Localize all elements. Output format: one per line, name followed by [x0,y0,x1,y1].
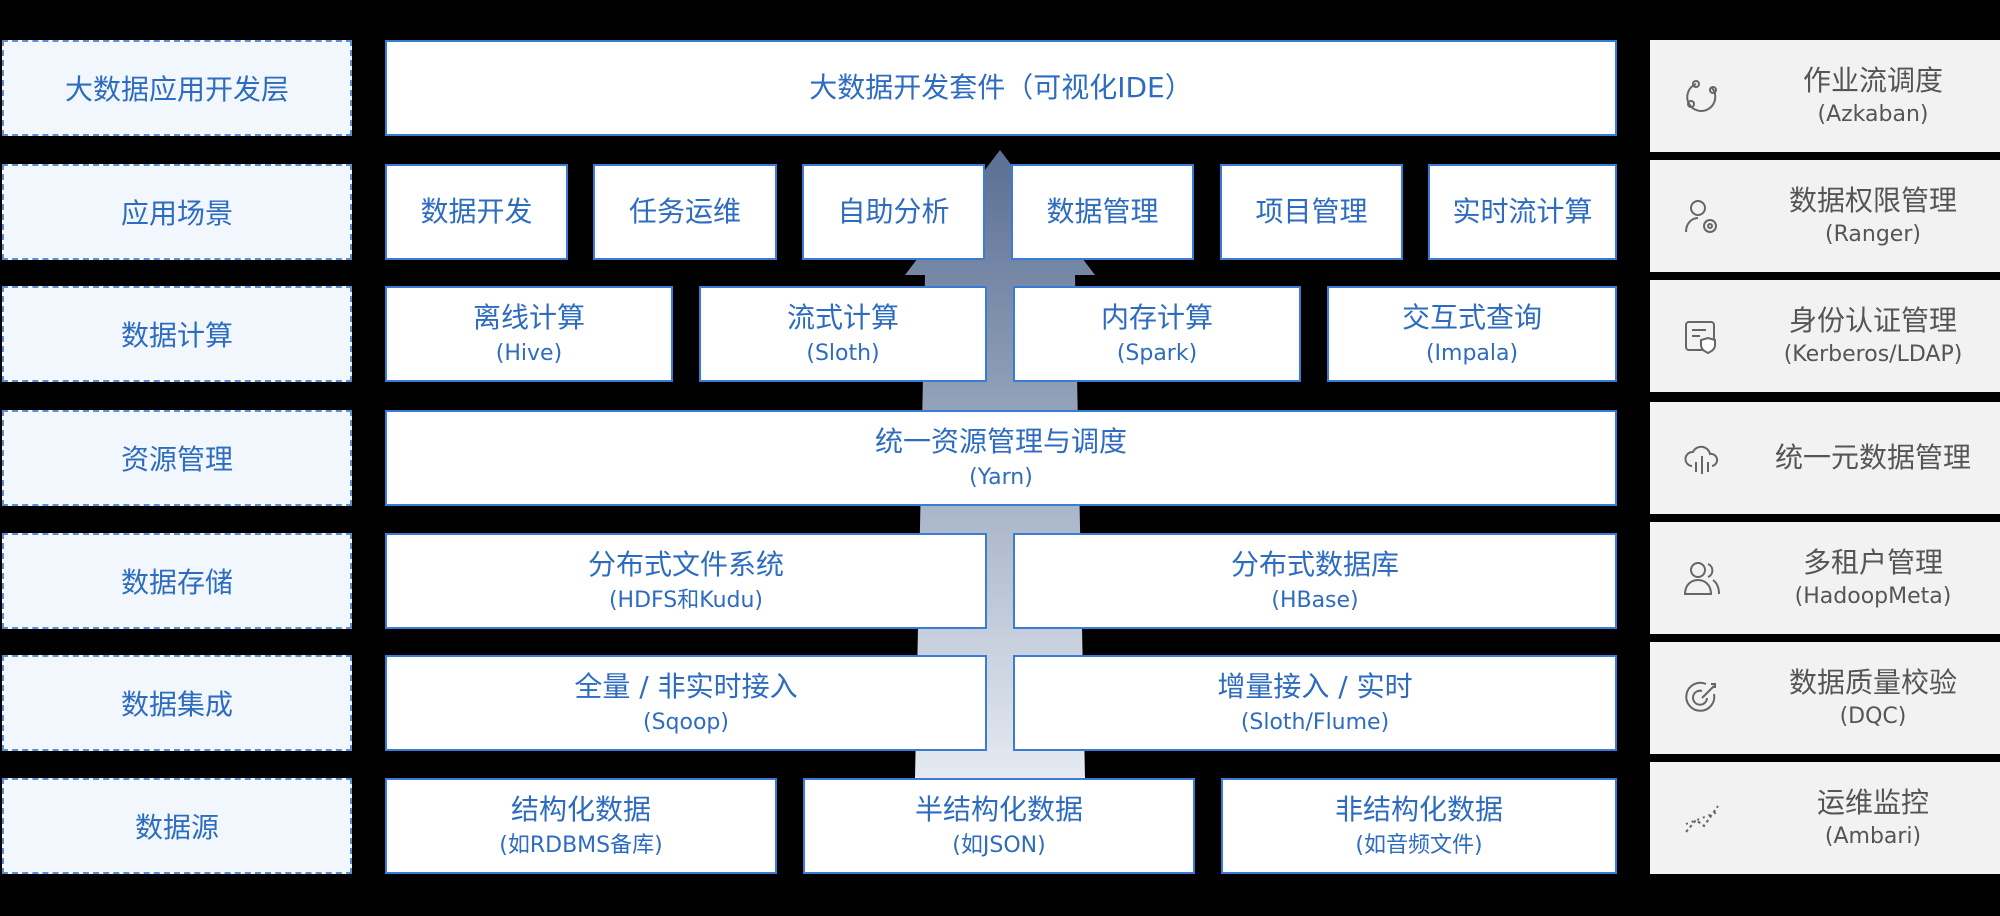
scenario-label: 任务运维 [628,195,741,229]
sidebar-sub: (Ambari) [1824,824,1922,850]
source-title: 非结构化数据 [1334,793,1503,826]
integration-sub: (Sqoop) [643,710,729,736]
sidebar-title: 统一元数据管理 [1774,441,1971,475]
workflow-icon [1686,80,1717,112]
compute-sub: (Impala) [1425,341,1519,367]
sidebar-sub: (Kerberos/LDAP) [1783,342,1963,368]
sidebar-title: 运维监控 [1816,786,1929,819]
ide-box: 大数据开发套件（可视化IDE） [385,40,1617,136]
source-box: 结构化数据 (如RDBMS备库) [385,778,777,874]
multi-user-icon [1683,562,1720,595]
user-permission-icon [1685,200,1717,233]
quality-target-icon [1685,681,1716,712]
sidebar-item-monitoring: 运维监控 (Ambari) [1650,762,2000,874]
scenario-box: 实时流计算 [1428,164,1617,260]
storage-box: 分布式文件系统 (HDFS和Kudu) [385,533,987,629]
scenario-box: 自助分析 [802,164,985,260]
scenario-label: 项目管理 [1255,195,1368,229]
layer-compute: 数据计算 [2,286,352,382]
compute-sub: (Hive) [495,341,563,367]
sidebar-title: 身份认证管理 [1788,304,1957,337]
sidebar-title: 数据质量校验 [1788,666,1957,699]
compute-sub: (Spark) [1116,341,1198,367]
scenario-label: 自助分析 [837,195,950,229]
layer-storage: 数据存储 [2,533,352,629]
resource-title: 统一资源管理与调度 [874,425,1127,458]
integration-sub: (Sloth/Flume) [1240,710,1390,736]
sidebar-title: 数据权限管理 [1788,184,1957,217]
scenario-box: 项目管理 [1220,164,1403,260]
sidebar-sub: (Ranger) [1825,222,1921,248]
compute-title: 离线计算 [472,301,585,334]
compute-title: 流式计算 [786,301,899,334]
metadata-cloud-icon [1684,445,1719,474]
layer-resource: 资源管理 [2,410,352,506]
storage-sub: (HBase) [1271,588,1359,614]
sidebar-item-permission: 数据权限管理 (Ranger) [1650,160,2000,272]
source-box: 半结构化数据 (如JSON) [803,778,1195,874]
storage-title: 分布式数据库 [1230,548,1399,581]
sidebar-item-tenant: 多租户管理 (HadoopMeta) [1650,522,2000,634]
sidebar-item-scheduling: 作业流调度 (Azkaban) [1650,40,2000,152]
sidebar-sub: (HadoopMeta) [1794,584,1952,610]
scenario-label: 数据管理 [1046,195,1159,229]
storage-sub: (HDFS和Kudu) [608,588,764,614]
source-sub: (如音频文件) [1355,833,1483,859]
integration-title: 全量 / 非实时接入 [574,670,798,703]
integration-box: 全量 / 非实时接入 (Sqoop) [385,655,987,751]
layer-sources: 数据源 [2,778,352,874]
identity-shield-icon [1685,321,1716,355]
ide-title: 大数据开发套件（可视化IDE） [809,71,1193,105]
resource-box: 统一资源管理与调度 (Yarn) [385,410,1617,506]
compute-box: 流式计算 (Sloth) [699,286,987,382]
integration-title: 增量接入 / 实时 [1217,670,1413,703]
scenario-label: 数据开发 [420,195,533,229]
storage-box: 分布式数据库 (HBase) [1013,533,1617,629]
compute-box: 交互式查询 (Impala) [1327,286,1617,382]
source-box: 非结构化数据 (如音频文件) [1221,778,1617,874]
layer-integration: 数据集成 [2,655,352,751]
resource-sub: (Yarn) [969,465,1033,491]
source-title: 结构化数据 [510,793,651,826]
scenario-box: 任务运维 [593,164,777,260]
compute-box: 离线计算 (Hive) [385,286,673,382]
source-sub: (如RDBMS备库) [499,833,663,859]
sidebar-item-quality: 数据质量校验 (DQC) [1650,642,2000,754]
sidebar-sub: (Azkaban) [1817,102,1929,128]
layer-scenarios: 应用场景 [2,164,352,260]
compute-box: 内存计算 (Spark) [1013,286,1301,382]
layer-app-dev: 大数据应用开发层 [2,40,352,136]
scenario-box: 数据管理 [1011,164,1194,260]
compute-title: 内存计算 [1100,301,1213,334]
monitor-chart-icon [1685,805,1719,833]
scenario-box: 数据开发 [385,164,568,260]
compute-title: 交互式查询 [1401,301,1542,334]
sidebar-item-identity: 身份认证管理 (Kerberos/LDAP) [1650,280,2000,392]
storage-title: 分布式文件系统 [587,548,784,581]
source-title: 半结构化数据 [914,793,1083,826]
sidebar-title: 作业流调度 [1802,64,1943,97]
scenario-label: 实时流计算 [1452,195,1593,229]
integration-box: 增量接入 / 实时 (Sloth/Flume) [1013,655,1617,751]
compute-sub: (Sloth) [806,341,880,367]
source-sub: (如JSON) [952,833,1046,859]
sidebar-item-metadata: 统一元数据管理 [1650,402,2000,514]
sidebar-title: 多租户管理 [1802,546,1943,579]
sidebar-sub: (DQC) [1839,704,1907,730]
